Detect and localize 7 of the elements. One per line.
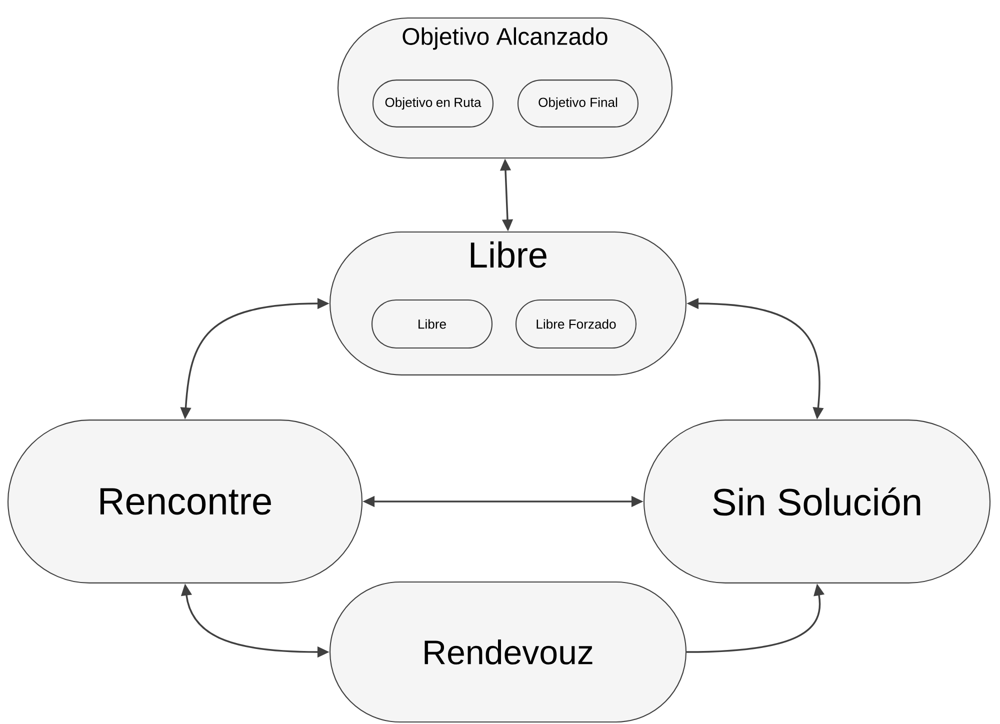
state-pill: Libre Forzado (515, 299, 637, 349)
state-pill: Libre (371, 299, 493, 349)
state-pill: Objetivo en Ruta (372, 80, 494, 128)
state-pill: Rencontre (7, 420, 363, 584)
state-pill: Sin Solución (643, 420, 991, 584)
state-pill: Rendevouz (329, 581, 687, 723)
state-pill: Objetivo Final (517, 80, 639, 128)
